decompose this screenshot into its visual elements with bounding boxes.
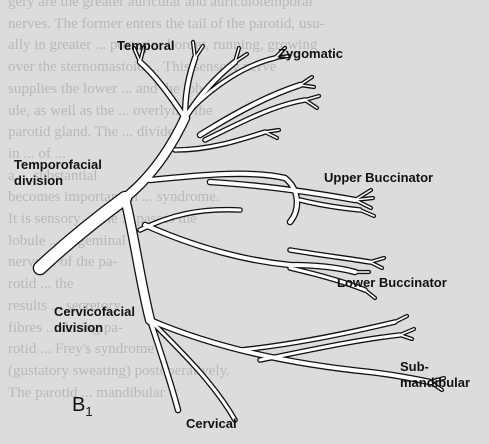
nerve-branch-submandibular-1 — [150, 320, 430, 382]
nerve-branch-temporofacial-trunk — [125, 118, 185, 198]
label-temporofacial-division: Temporofacial division — [14, 157, 102, 189]
nerve-branch-cervicofacial-trunk — [125, 198, 150, 320]
figure-id-sub: 1 — [85, 404, 92, 419]
label-temporal: Temporal — [117, 38, 175, 54]
figure-id-main: B — [72, 394, 85, 416]
label-lower-buccinator: Lower Buccinator — [337, 275, 447, 291]
label-upper-buccinator: Upper Buccinator — [324, 170, 433, 186]
nerve-branch-lower-buccinator-1 — [290, 250, 370, 262]
label-zygomatic: Zygomatic — [278, 46, 343, 62]
label-cervicofacial-division: Cervicofacial division — [54, 304, 135, 336]
nerve-branch-main-trunk — [40, 198, 125, 268]
label-cervical: Cervical — [186, 416, 237, 432]
nerve-branch-buccal-loop-lower — [145, 225, 355, 272]
nerve-twig-1-5 — [305, 100, 317, 108]
nerve-twig-3-2 — [365, 290, 375, 298]
figure-id: B1 — [72, 397, 93, 420]
label-submandibular: Sub- mandibular — [400, 359, 470, 391]
